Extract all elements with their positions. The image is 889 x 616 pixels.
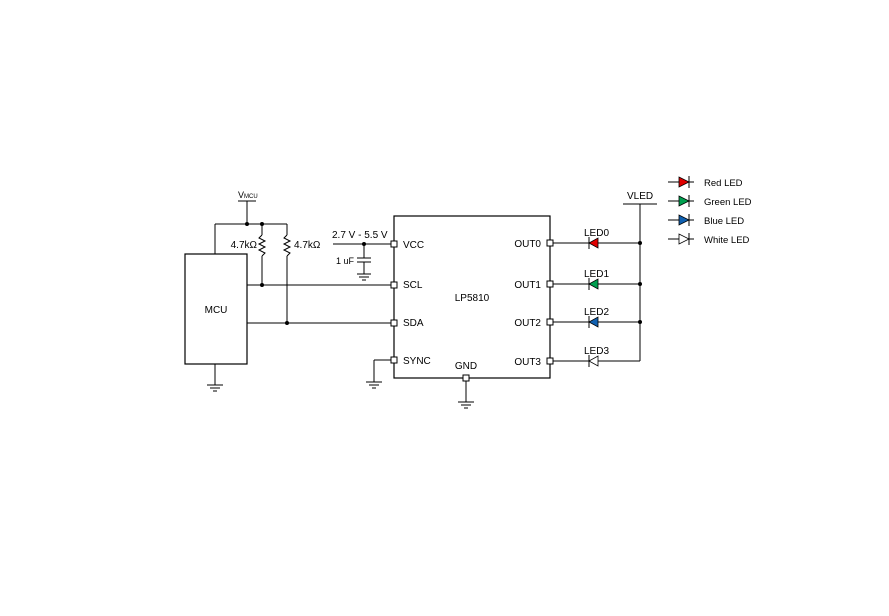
resistor-2-zigzag xyxy=(282,234,292,257)
vmcu-supply-wires xyxy=(214,200,288,254)
vmcu-sub: MCU xyxy=(244,194,258,200)
pin-label-out2: OUT2 xyxy=(514,318,541,329)
junction-vmcu xyxy=(245,222,249,226)
pin-label-sync: SYNC xyxy=(403,356,431,367)
legend-item-red: Red LED xyxy=(668,176,743,189)
resistor-1-label: 4.7kΩ xyxy=(231,240,258,251)
pin-label-out1: OUT1 xyxy=(514,280,541,291)
legend-label-green: Green LED xyxy=(704,197,752,208)
legend-item-blue: Blue LED xyxy=(668,214,744,227)
junction-vled-2 xyxy=(638,320,642,324)
pin-label-sda: SDA xyxy=(403,318,424,329)
legend-label-blue: Blue LED xyxy=(704,216,744,227)
vmcu-main: V xyxy=(238,190,244,200)
mcu-ground-symbol xyxy=(207,364,223,392)
led3-diode xyxy=(588,355,599,367)
i2c-bus-wires xyxy=(247,256,391,324)
pin-label-gnd: GND xyxy=(455,361,477,372)
pin-gnd xyxy=(462,374,470,382)
junction-vled-1 xyxy=(638,282,642,286)
vcc-range-label: 2.7 V - 5.5 V xyxy=(332,230,388,241)
junction-r1-top xyxy=(260,222,264,226)
resistor-2-label: 4.7kΩ xyxy=(294,240,321,251)
resistor-1-zigzag xyxy=(257,234,267,257)
legend-item-green: Green LED xyxy=(668,195,752,208)
pin-scl xyxy=(390,281,398,289)
junction-sda xyxy=(285,321,289,325)
legend-label-red: Red LED xyxy=(704,178,743,189)
led2-label: LED2 xyxy=(584,307,609,318)
pin-out1 xyxy=(546,280,554,288)
led1-diode xyxy=(588,278,599,290)
pin-sync xyxy=(390,356,398,364)
pin-out3 xyxy=(546,357,554,365)
chip-ground-symbol xyxy=(458,381,474,409)
pin-vcc xyxy=(390,240,398,248)
capacitor-label: 1 uF xyxy=(336,256,355,266)
vled-label: VLED xyxy=(627,191,653,202)
lp5810-chip-body xyxy=(393,215,551,379)
led0-diode xyxy=(588,237,599,249)
pin-label-out3: OUT3 xyxy=(514,357,541,368)
pin-out0 xyxy=(546,239,554,247)
capacitor-symbol xyxy=(357,244,371,281)
pin-sda xyxy=(390,319,398,327)
sync-ground-symbol xyxy=(366,359,391,389)
chip-name: LP5810 xyxy=(455,293,490,304)
pin-label-scl: SCL xyxy=(403,280,423,291)
pin-label-out0: OUT0 xyxy=(514,239,541,250)
junction-vled-0 xyxy=(638,241,642,245)
pin-label-vcc: VCC xyxy=(403,240,424,251)
led2-diode xyxy=(588,316,599,328)
legend: Red LED Green LED Blue LED White LED xyxy=(668,176,752,246)
mcu-block xyxy=(184,253,248,365)
vmcu-label: VMCU xyxy=(238,190,258,200)
led3-label: LED3 xyxy=(584,346,609,357)
legend-item-white: White LED xyxy=(668,233,750,246)
pin-out2 xyxy=(546,318,554,326)
mcu-name: MCU xyxy=(205,305,228,316)
led1-label: LED1 xyxy=(584,269,609,280)
led0-label: LED0 xyxy=(584,228,609,239)
legend-label-white: White LED xyxy=(704,235,750,246)
junction-scl xyxy=(260,283,264,287)
